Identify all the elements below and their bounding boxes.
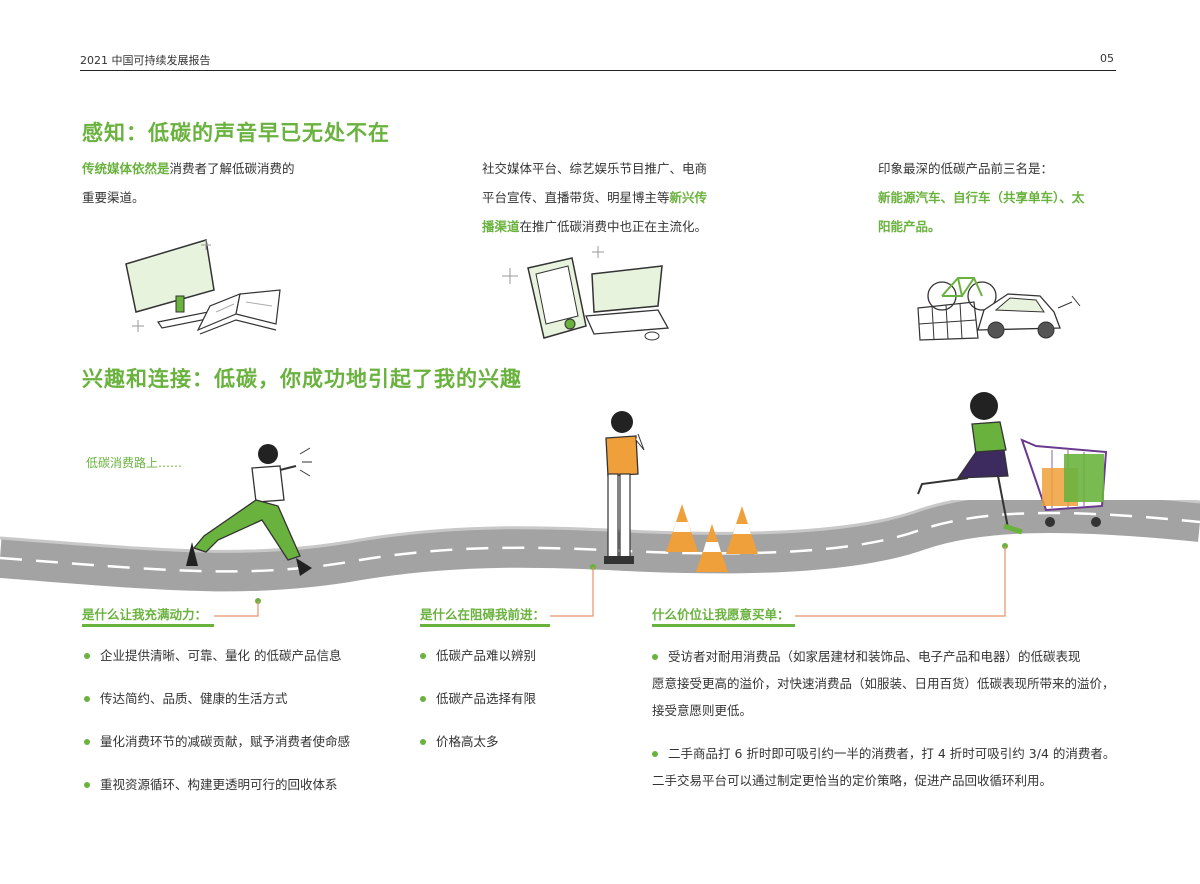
col2-line2-highlight: 新兴传 (669, 190, 708, 205)
section-interest-title: 兴趣和连接：低碳，你成功地引起了我的兴趣 (82, 367, 522, 391)
col2-line1: 社交媒体平台、综艺娱乐节目推广、电商 (482, 161, 708, 176)
list-item: 二手商品打 6 折时即可吸引约一半的消费者，打 4 折时可吸引约 3/4 的消费… (652, 746, 1116, 788)
perception-col3: 印象最深的低碳产品前三名是： 新能源汽车、自行车（共享单车）、太 阳能产品。 (878, 154, 1158, 241)
connector-lines (214, 543, 1008, 617)
road-label: 低碳消费路上…… (86, 456, 183, 470)
col1-highlight: 传统媒体依然是 (82, 161, 170, 176)
bullet-dot (84, 782, 90, 788)
col2-line3-rest: 在推广低碳消费中也正在主流化。 (519, 219, 708, 234)
shopping-cart-icon (1020, 438, 1108, 527)
perception-col1: 传统媒体依然是消费者了解低碳消费的 重要渠道。 (82, 154, 412, 212)
bullet-dot (652, 654, 658, 660)
traditional-media-illustration (125, 239, 281, 335)
low-carbon-products-illustration (917, 277, 1081, 341)
col1-text: 消费者了解低碳消费的 (169, 161, 295, 176)
list-item: 传达简约、品质、健康的生活方式 (84, 689, 404, 709)
willingness-list: 受访者对耐用消费品（如家居建材和装饰品、电子产品和电器）的低碳表现 愿意接受更高… (652, 643, 1132, 804)
road-illustration (0, 500, 1200, 592)
list-item: 量化消费环节的减碳贡献，赋予消费者使命感 (84, 732, 404, 752)
list-item: 低碳产品难以辨别 (420, 646, 620, 666)
tablet-icon (527, 257, 587, 339)
report-title: 2021 中国可持续发展报告 (80, 54, 211, 67)
barriers-list: 低碳产品难以辨别 低碳产品选择有限 价格高太多 (420, 646, 620, 775)
col1-line2: 重要渠道。 (82, 190, 145, 205)
section-perception-title: 感知：低碳的声音早已无处不在 (82, 121, 390, 145)
electric-car-icon (977, 293, 1081, 339)
col3-line1: 印象最深的低碳产品前三名是： (878, 161, 1054, 176)
list-item: 受访者对耐用消费品（如家居建材和装饰品、电子产品和电器）的低碳表现 愿意接受更高… (652, 649, 1115, 718)
list-item: 企业提供清晰、可靠、量化 的低碳产品信息 (84, 646, 404, 666)
col3-line2: 新能源汽车、自行车（共享单车）、太 (878, 190, 1085, 205)
sparkle-decoration (132, 240, 211, 332)
laptop-icon (585, 265, 670, 341)
bullet-dot (84, 696, 90, 702)
bullet-dot (420, 739, 426, 745)
motivation-title: 是什么让我充满动力： (82, 607, 208, 622)
col2-line3-highlight: 播渠道 (482, 219, 520, 234)
phone-woman-icon (604, 411, 645, 564)
bicycle-icon (927, 277, 997, 311)
motivation-list: 企业提供清晰、可靠、量化 的低碳产品信息 传达简约、品质、健康的生活方式 量化消… (84, 646, 404, 818)
bullet-dot (652, 751, 658, 757)
book-icon (196, 289, 281, 335)
monitor-icon (125, 239, 215, 329)
list-item: 价格高太多 (420, 732, 620, 752)
header-divider (80, 70, 1116, 71)
shopping-woman-icon (917, 392, 1108, 535)
perception-col2: 社交媒体平台、综艺娱乐节目推广、电商 平台宣传、直播带货、明星博主等新兴传 播渠… (482, 154, 782, 241)
sparkle-decoration (502, 246, 604, 284)
willingness-underline (652, 624, 795, 627)
traffic-cone-icon (696, 524, 728, 572)
barriers-underline (420, 624, 550, 627)
list-item: 重视资源循环、构建更透明可行的回收体系 (84, 775, 404, 795)
solar-panel-icon (917, 301, 979, 341)
col2-line2-pre: 平台宣传、直播带货、明星博主等 (482, 190, 670, 205)
page-number: 05 (1100, 52, 1114, 65)
bullet-dot (420, 653, 426, 659)
bullet-dot (84, 739, 90, 745)
running-man-icon (186, 444, 312, 576)
list-item: 低碳产品选择有限 (420, 689, 620, 709)
bullet-dot (84, 653, 90, 659)
willingness-title: 什么价位让我愿意买单： (652, 607, 790, 622)
new-media-illustration (502, 246, 670, 341)
traffic-cones (666, 504, 758, 572)
col3-line3: 阳能产品。 (878, 219, 941, 234)
bullet-dot (420, 696, 426, 702)
barriers-title: 是什么在阻碍我前进： (420, 607, 546, 622)
motivation-underline (82, 624, 214, 627)
traffic-cone-icon (666, 504, 698, 552)
traffic-cone-icon (726, 506, 758, 554)
